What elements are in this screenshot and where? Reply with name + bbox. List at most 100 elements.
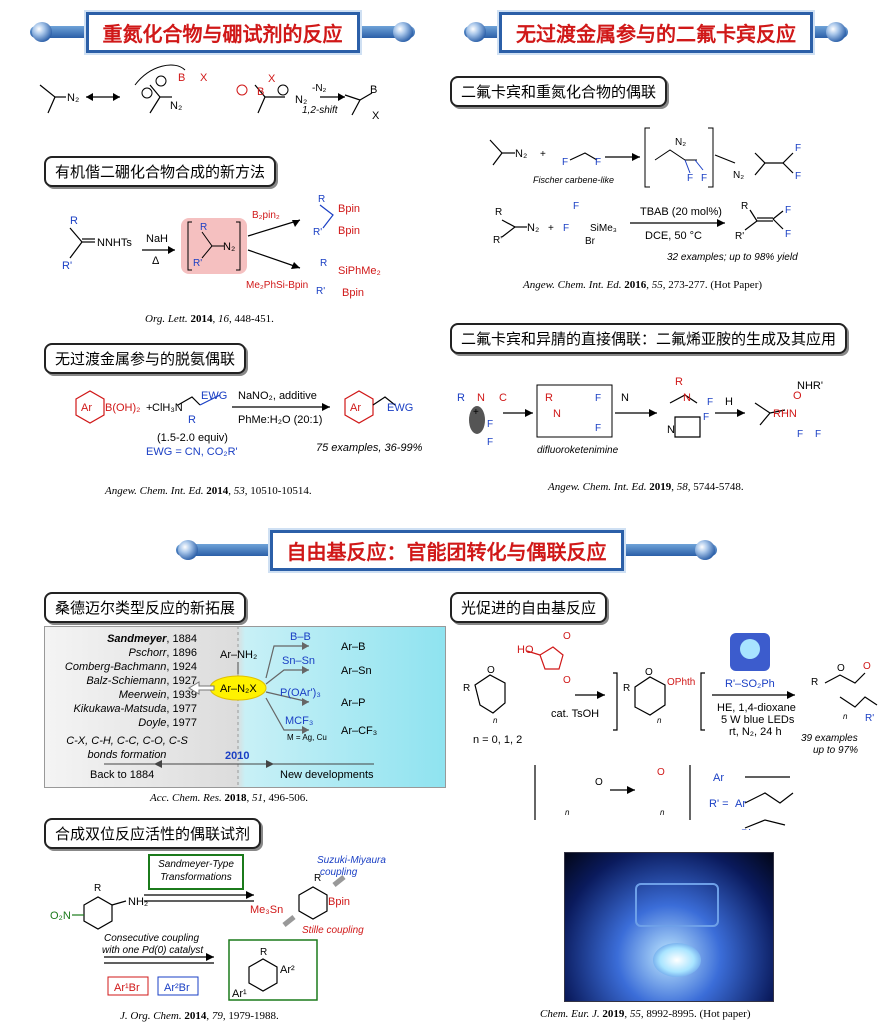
reagent-label: NaNO₂, additive (238, 390, 317, 402)
ar2br-box (157, 976, 199, 996)
ar1br-label: Ar¹Br (114, 982, 140, 994)
bifunctional-scheme: R NH₂ O₂N R Bpin Me₃Sn Suzuki-Miyaura co… (50, 855, 386, 1001)
history-name: Meerwein (118, 689, 167, 701)
m-note-label: M = Ag, Cu (287, 733, 327, 742)
f-label: F (795, 143, 801, 154)
silylborane-label: Me₂PhSi-Bpin (246, 280, 308, 291)
head-difluorocarbene-diazo: 二氟卡宾和重氮化合物的偶联 (450, 76, 668, 107)
reagent-phosphite-label: P(OAr')₃ (280, 687, 321, 699)
bpin-label: Bpin (328, 896, 350, 908)
n-values-label: n = 0, 1, 2 (473, 734, 522, 746)
f-label: F (487, 419, 493, 430)
f-label: F (563, 223, 569, 234)
r-label: R (200, 222, 207, 233)
bonds-text-2: bonds formation (87, 749, 167, 761)
bpin-label: Bpin (338, 203, 360, 215)
substrate-label: NNHTs (97, 237, 132, 249)
o-label: O (487, 665, 495, 676)
history-year: , 1977 (166, 717, 197, 729)
sandmeyer-scheme: Ar–NH₂ Ar–N₂X B–B Sn–Sn P(OAr')₃ MCF₃ M … (90, 626, 377, 786)
br-label: Br (585, 236, 596, 247)
plus-label: + (146, 402, 152, 414)
f-label: F (707, 397, 713, 408)
cite-chem-eur-2019: Chem. Eur. J. 2019, 55, 8992-8995. (Hot … (540, 1008, 751, 1020)
boronic-label: B(OH)₂ (105, 402, 140, 414)
r-prime-label: R' (493, 235, 502, 246)
banner-title: 无过渡金属参与的二氟卡宾反应 (499, 11, 813, 53)
nhr-label: NHR' (797, 380, 823, 392)
history-year: , 1939 (166, 689, 197, 701)
cond3-label: rt, N₂, 24 h (729, 726, 782, 738)
r-label: R (188, 414, 196, 426)
n-label: N (553, 408, 561, 420)
year-2010-label: 2010 (225, 750, 249, 762)
ar-label: Ar (735, 798, 746, 810)
r-label: R (314, 873, 321, 884)
banner-diazo-boron: 重氮化合物与硼试剂的反应 (30, 11, 415, 53)
banner-dot (178, 540, 198, 560)
led-glow-icon (740, 639, 760, 659)
r-label: R (811, 677, 818, 688)
f-label: F (785, 205, 791, 216)
ar2br-label: Ar²Br (164, 982, 190, 994)
nh2-label: NH₂ (128, 896, 148, 908)
head-sandmeyer: 桑德迈尔类型反应的新拓展 (44, 592, 247, 623)
cite-acc-2018: Acc. Chem. Res. 2018, 51, 496-506. (150, 792, 308, 804)
head-photo-radical: 光促进的自由基反应 (450, 592, 608, 623)
cond2-label: 5 W blue LEDs (721, 714, 795, 726)
ewg-def-label: EWG = CN, CO₂R' (146, 446, 238, 458)
deamination-scheme: Ar Ar B(OH)₂ + ClH₃N EWG R EWG (1.5-2.0 … (75, 390, 423, 458)
r-prime-label: R' (193, 258, 202, 269)
history-name: Doyle (138, 717, 167, 729)
head-isocyanide: 二氟卡宾和异腈的直接偶联：二氟烯亚胺的生成及其应用 (450, 323, 848, 354)
f-label: F (595, 157, 601, 168)
history-item: Comberg-Bachmann, 1924 (52, 660, 197, 674)
ketenimine-box (536, 384, 613, 438)
o2n-label: O₂N (50, 910, 71, 922)
isocyanide-scheme: R N C + F F R N F F difluoroketenimine N… (457, 376, 823, 456)
r-label: R (463, 683, 470, 694)
gem-diboron-scheme: R R' NNHTs NaH Δ R R' N₂ B₂pin₂ Me₂PhSi-… (62, 194, 381, 299)
n2-label: N₂ (223, 241, 235, 253)
bpin-label: Bpin (338, 225, 360, 237)
sandmeyer-type-box: Sandmeyer-Type Transformations (148, 854, 244, 890)
history-item: Sandmeyer, 1884 (52, 632, 197, 646)
f-label: F (487, 437, 493, 448)
nah-label: NaH (146, 233, 168, 245)
delta-label: Δ (152, 255, 160, 267)
difluorocarbene-diazo-scheme: N₂ + F F Fischer carbene-like N₂ F F N₂ … (489, 127, 801, 263)
bonds-text-1: C-X, C-H, C-C, C-O, C-S (66, 735, 188, 747)
history-name: Sandmeyer (107, 633, 167, 645)
head-deamination: 无过渡金属参与的脱氨偶联 (44, 343, 247, 374)
n2-label: N₂ (733, 170, 744, 181)
back-label: Back to 1884 (90, 769, 154, 781)
r-label: R (94, 883, 101, 894)
n-label: N (477, 392, 485, 404)
r-label: R (318, 194, 325, 205)
f-label: F (573, 201, 579, 212)
o-label: O (563, 675, 571, 686)
r-prime-label: R' (735, 231, 744, 242)
catalyst-label: cat. TsOH (551, 708, 599, 720)
plus-charge-icon (155, 75, 167, 87)
history-year: , 1977 (166, 703, 197, 715)
o-label: O (793, 390, 802, 402)
silyl-label: SiPhMe₂ (338, 265, 381, 277)
banner-title: 重氮化合物与硼试剂的反应 (85, 11, 360, 53)
o-label: O (645, 667, 653, 678)
boron-label: B (178, 72, 185, 84)
r-label: R (623, 683, 630, 694)
r-label: R (260, 947, 267, 958)
ewg-label: EWG (387, 402, 413, 414)
r-label: R (495, 207, 502, 218)
product-p-label: Ar–P (341, 697, 365, 709)
x-label: X (268, 73, 276, 85)
catalyst-label: with one Pd(0) catalyst (102, 945, 204, 956)
ar-label: Ar (350, 402, 361, 414)
boron-label: B (257, 86, 264, 98)
f-label: F (595, 393, 601, 404)
f-label: F (595, 423, 601, 434)
b2pin2-label: B₂pin₂ (252, 210, 280, 221)
rp-eq-label: R' = (709, 798, 729, 810)
n-label: n (657, 716, 662, 725)
